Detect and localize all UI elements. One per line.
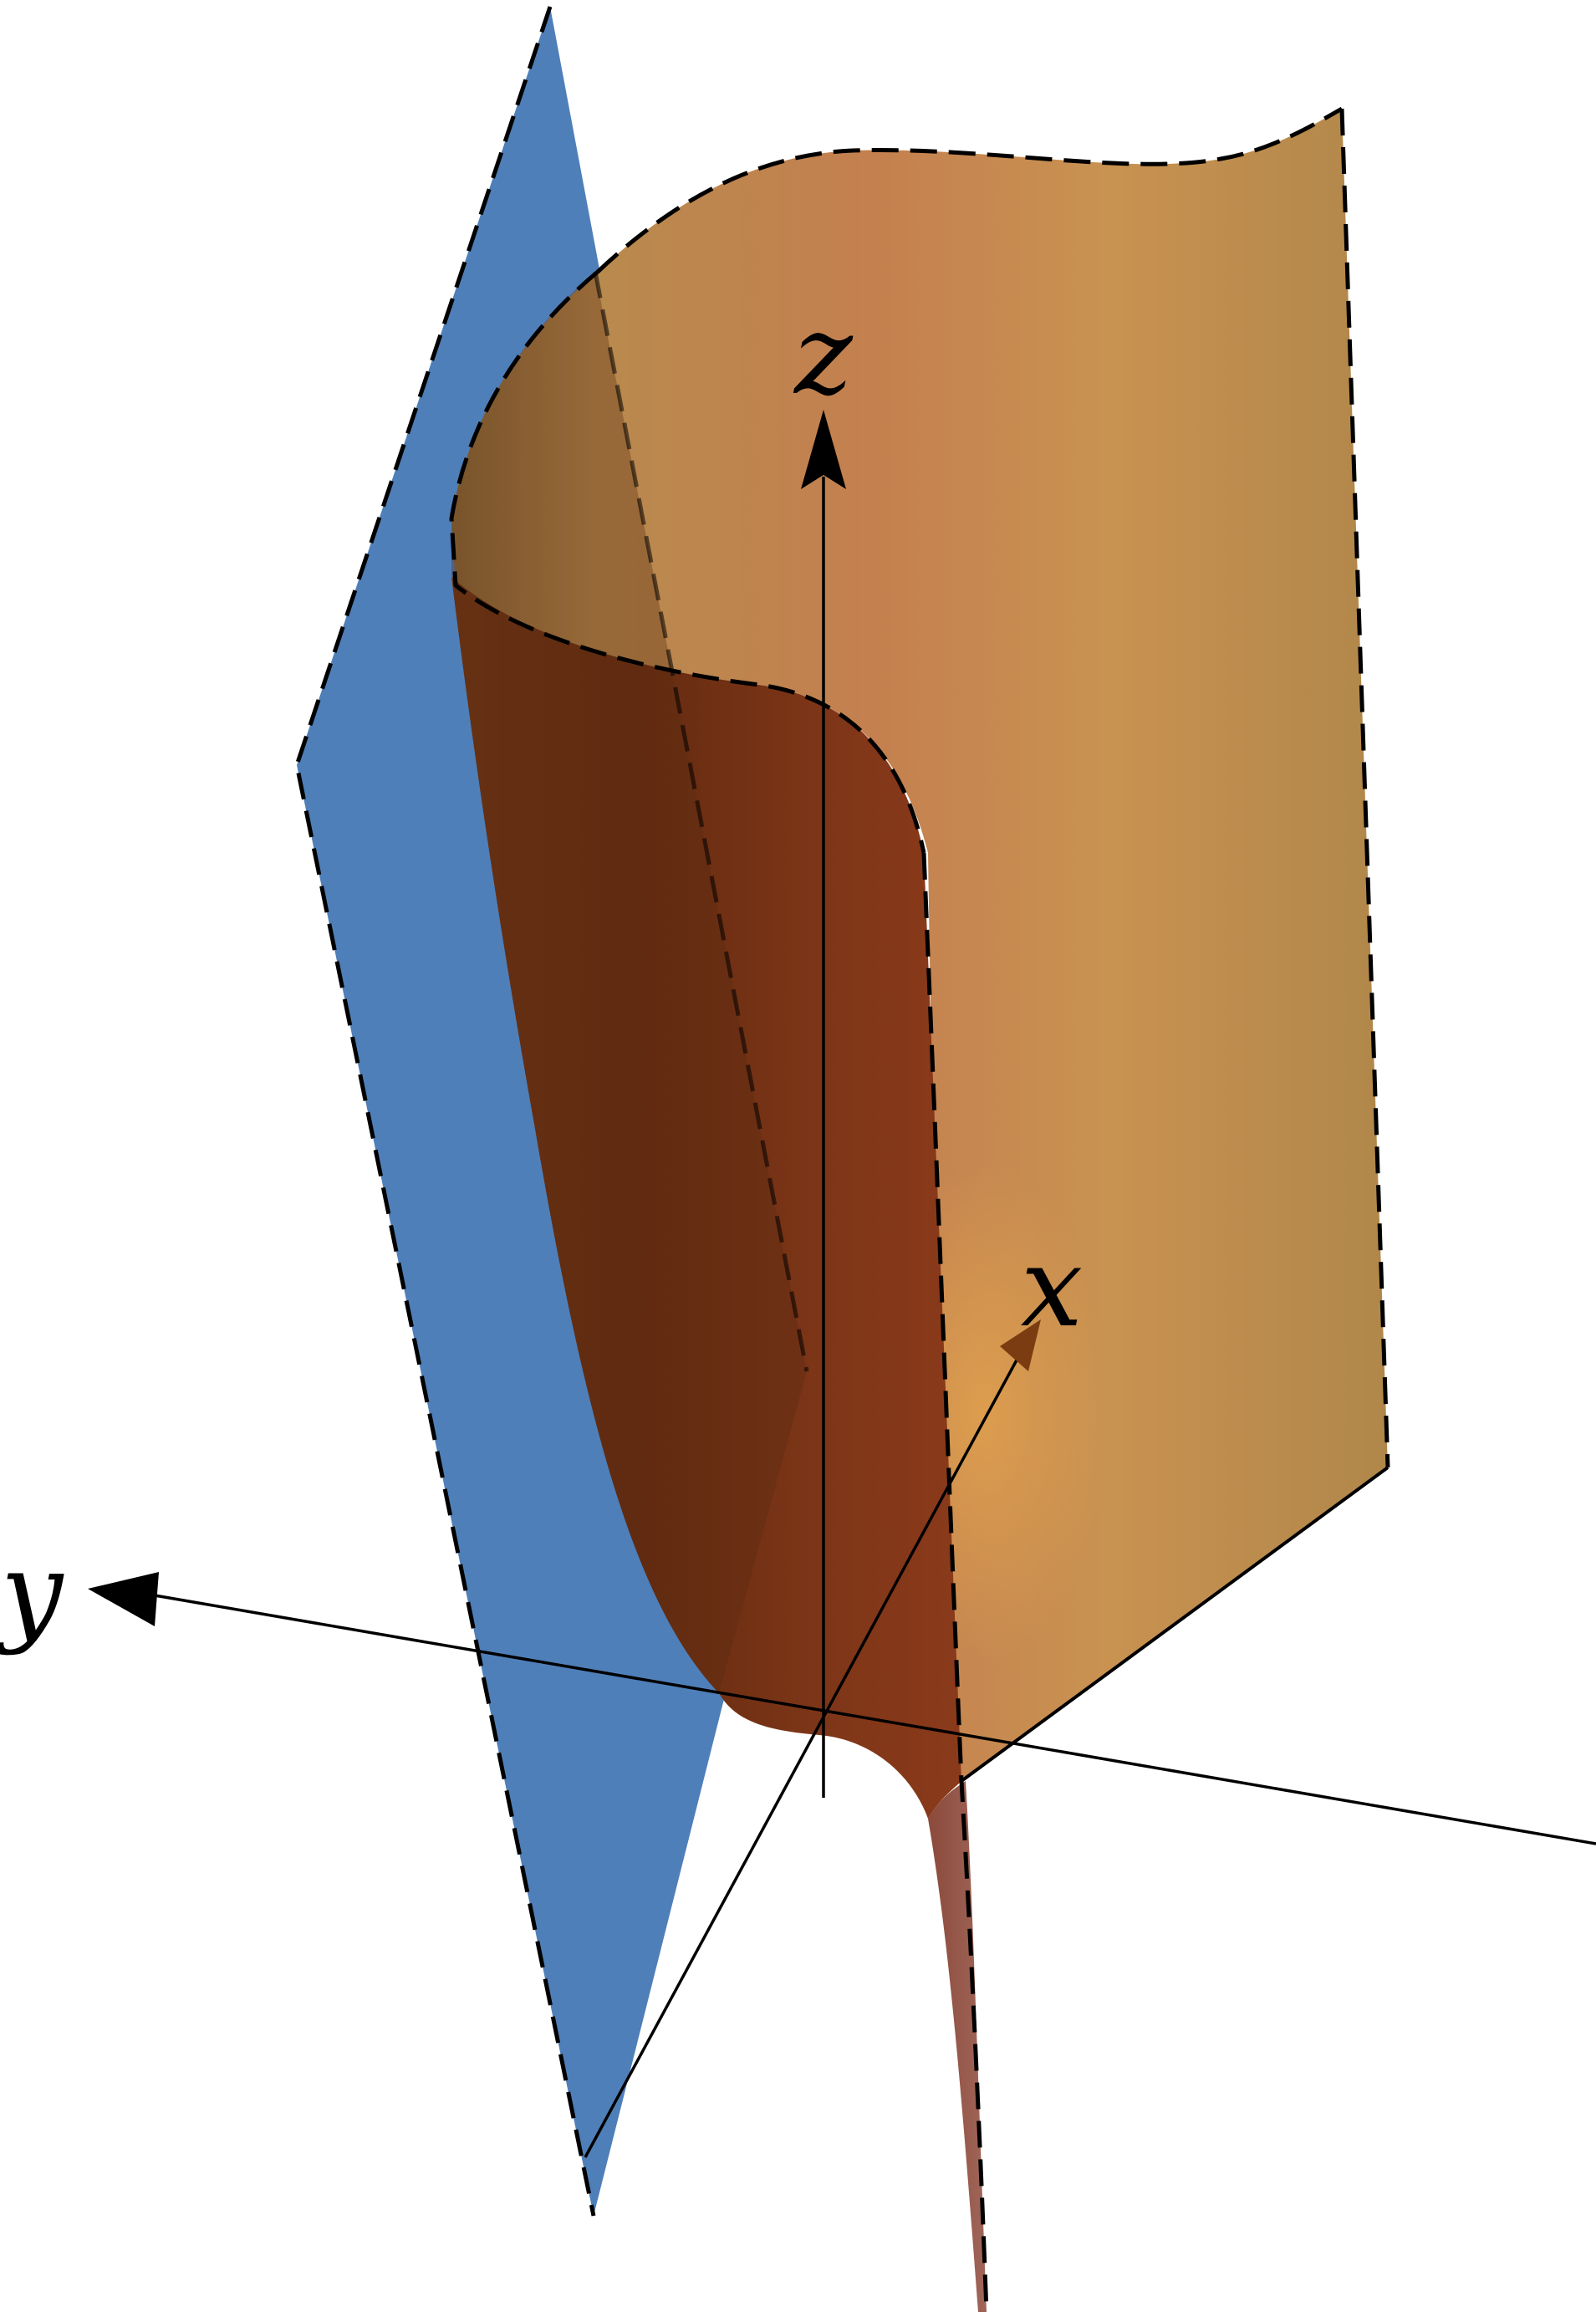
sheet-tail-face [928,1781,987,2312]
y-axis-arrowhead [88,1572,159,1626]
axis-label-z: z [793,291,854,420]
sheet-right-edge [1339,108,1390,1468]
z-axis-arrowhead [801,410,846,489]
sheet-bottom-edge [960,1466,1389,1783]
sheet-front-face [451,577,961,1819]
sheet-back-hidden-edge [593,271,809,1372]
plane-edge [294,6,596,2217]
sheet-top-edge [596,106,1344,273]
sheet-overlap-shade [451,272,807,1693]
axis-label-x: x [1021,1223,1083,1352]
sheet-back-face [451,109,1388,1781]
sheet-crease-edge [921,852,989,2313]
curved-sheet-surface [449,106,1390,2313]
x-axis-arrowhead [1000,1319,1041,1371]
axis-label-y: y [0,1529,64,1657]
x-axis-line [584,1345,1026,2158]
y-axis-line [154,1594,1596,1845]
axes: z x y [0,291,1596,2158]
